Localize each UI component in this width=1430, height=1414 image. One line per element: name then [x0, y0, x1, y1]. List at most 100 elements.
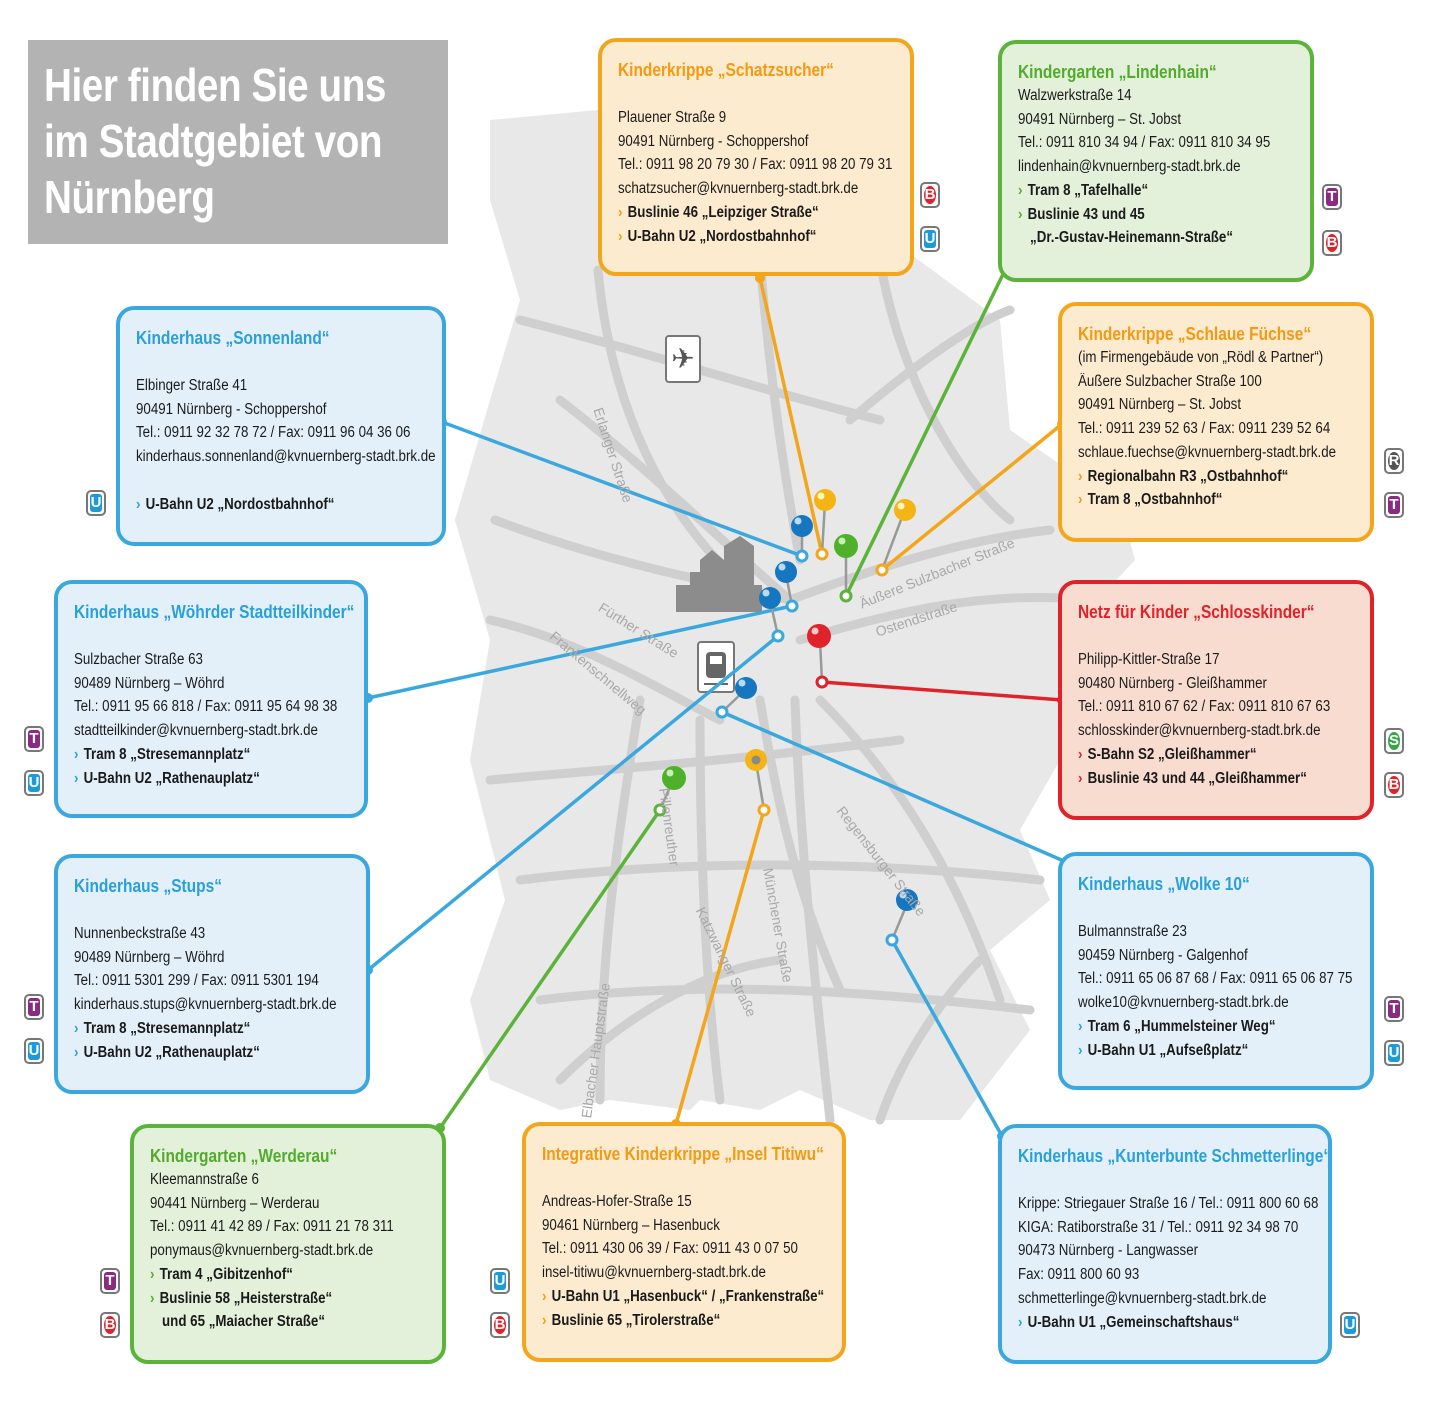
chevron-right-icon: › [1078, 467, 1083, 485]
transit-line: ›U-Bahn U2 „Rathenauplatz“ [74, 1043, 260, 1061]
chevron-right-icon: › [1078, 769, 1083, 787]
chevron-right-icon: › [542, 1311, 547, 1329]
pin-stups [759, 587, 785, 643]
email-link[interactable]: stadtteilkinder@kvnuernberg-stadt.brk.de [74, 722, 318, 740]
phone-fax-line: Fax: 0911 800 60 93 [1018, 1266, 1140, 1284]
tram-badge-icon: T [100, 1268, 120, 1294]
phone-fax-line: Tel.: 0911 41 42 89 / Fax: 0911 21 78 31… [150, 1218, 394, 1236]
address-line: 90459 Nürnberg - Galgenhof [1078, 946, 1248, 964]
address-line: Philipp-Kittler-Straße 17 [1078, 651, 1220, 668]
pin-sonnenland [791, 515, 813, 563]
address-line: 90441 Nürnberg – Werderau [150, 1194, 320, 1212]
address-line: Sulzbacher Straße 63 [74, 651, 203, 668]
chevron-right-icon: › [150, 1289, 155, 1307]
phone-fax-line: Tel.: 0911 239 52 63 / Fax: 0911 239 52 … [1078, 420, 1331, 438]
chevron-right-icon: › [74, 1019, 79, 1037]
location-title: Kinderkrippe „Schatzsucher“ [618, 60, 834, 80]
chevron-right-icon: › [542, 1287, 547, 1305]
email-link[interactable]: schatzsucher@kvnuernberg-stadt.brk.de [618, 180, 859, 198]
ubahn-badge-icon: U [920, 226, 940, 252]
location-card-lindenhain: Kindergarten „Lindenhain“ Walzwerkstraße… [998, 40, 1314, 282]
address-line: Bulmannstraße 23 [1078, 923, 1187, 940]
transit-line: ›Buslinie 65 „Tirolerstraße“ [542, 1311, 721, 1329]
bus-badge-icon: B [920, 182, 940, 208]
email-link[interactable]: schlosskinder@kvnuernberg-stadt.brk.de [1078, 722, 1321, 740]
email-link[interactable]: ponymaus@kvnuernberg-stadt.brk.de [150, 1242, 374, 1260]
chevron-right-icon: › [1018, 1313, 1023, 1331]
email-link[interactable]: wolke10@kvnuernberg-stadt.brk.de [1078, 994, 1289, 1012]
ubahn-badge-icon: U [24, 770, 44, 796]
chevron-right-icon: › [136, 495, 141, 513]
chevron-right-icon: › [74, 1043, 79, 1061]
address-line: Andreas-Hofer-Straße 15 [542, 1193, 692, 1210]
chevron-right-icon: › [1078, 1041, 1083, 1059]
pin-schatzsucher [814, 489, 836, 561]
email-link[interactable]: schmetterlinge@kvnuernberg-stadt.brk.de [1018, 1289, 1267, 1307]
tram-badge-icon: T [1322, 184, 1342, 210]
address-line: Elbinger Straße 41 [136, 377, 248, 394]
transit-line: ›Tram 8 „Stresemannplatz“ [74, 1019, 251, 1037]
chevron-right-icon: › [74, 745, 79, 763]
chevron-right-icon: › [1018, 181, 1023, 199]
chevron-right-icon: › [618, 227, 623, 245]
address-line: Kleemannstraße 6 [150, 1171, 259, 1188]
tram-badge-icon: T [24, 726, 44, 752]
phone-fax-line: Tel.: 0911 95 66 818 / Fax: 0911 95 64 9… [74, 698, 338, 716]
address-line: Krippe: Striegauer Straße 16 / Tel.: 091… [1018, 1195, 1319, 1212]
address-line: 90473 Nürnberg - Langwasser [1018, 1242, 1199, 1260]
transit-line: ›Regionalbahn R3 „Ostbahnhof“ [1078, 467, 1289, 485]
email-link[interactable]: kinderhaus.sonnenland@kvnuernberg-stadt.… [136, 448, 436, 466]
connector-lines [366, 263, 1067, 1137]
address-line: 90489 Nürnberg – Wöhrd [74, 674, 225, 692]
transit-line: ›Tram 8 „Stresemannplatz“ [74, 745, 251, 763]
bus-badge-icon: B [1384, 772, 1404, 798]
location-title: Kindergarten „Werderau“ [150, 1146, 338, 1166]
location-card-schlosskinder: Netz für Kinder „Schlosskinder“ Philipp-… [1058, 580, 1374, 820]
chevron-right-icon: › [1018, 205, 1023, 223]
bus-badge-icon: B [1322, 230, 1342, 256]
location-card-schlaue-fuechse: Kinderkrippe „Schlaue Füchse“ (im Firmen… [1058, 302, 1374, 542]
location-title: Kinderhaus „Stups“ [74, 876, 222, 896]
address-line: Nunnenbeckstraße 43 [74, 925, 206, 942]
transit-line: ›Tram 8 „Ostbahnhof“ [1078, 491, 1223, 509]
transit-line-continued: „Dr.-Gustav-Heinemann-Straße“ [1030, 229, 1233, 247]
email-link[interactable]: kinderhaus.stups@kvnuernberg-stadt.brk.d… [74, 996, 337, 1014]
location-title: Netz für Kinder „Schlosskinder“ [1078, 602, 1315, 622]
pin-woehrder [775, 561, 799, 613]
tram-badge-icon: T [24, 994, 44, 1020]
address-line: Äußere Sulzbacher Straße 100 [1078, 372, 1262, 390]
address-line: Walzwerkstraße 14 [1018, 87, 1132, 104]
transit-line: ›Buslinie 46 „Leipziger Straße“ [618, 203, 819, 221]
chevron-right-icon: › [1078, 491, 1083, 509]
location-title: Kinderkrippe „Schlaue Füchse“ [1078, 324, 1312, 344]
phone-fax-line: Tel.: 0911 810 34 94 / Fax: 0911 810 34 … [1018, 134, 1271, 152]
phone-fax-line: Tel.: 0911 810 67 62 / Fax: 0911 810 67 … [1078, 698, 1331, 716]
transit-line: ›U-Bahn U1 „Hasenbuck“ / „Frankenstraße“ [542, 1287, 825, 1305]
address-line: 90480 Nürnberg - Gleißhammer [1078, 674, 1267, 692]
castle-icon [676, 536, 762, 612]
transit-line: ›Buslinie 58 „Heisterstraße“ [150, 1289, 333, 1307]
email-link[interactable]: lindenhain@kvnuernberg-stadt.brk.de [1018, 158, 1241, 176]
phone-fax-line: Tel.: 0911 5301 299 / Fax: 0911 5301 194 [74, 972, 319, 990]
pin-insel-titiwu [745, 749, 771, 817]
chevron-right-icon: › [1078, 745, 1083, 763]
location-title: Kinderhaus „Wöhrder Stadtteilkinder“ [74, 602, 355, 622]
transit-line: ›U-Bahn U2 „Nordostbahnhof“ [618, 227, 817, 245]
regionalbahn-badge-icon: R [1384, 448, 1404, 474]
title-line: Nürnberg [44, 171, 215, 223]
pin-wolke10 [715, 677, 757, 719]
address-line: 90491 Nürnberg – St. Jobst [1078, 396, 1242, 414]
transit-line: ›Buslinie 43 und 45 [1018, 205, 1145, 223]
location-card-insel-titiwu: Integrative Kinderkrippe „Insel Titiwu“ … [522, 1122, 846, 1362]
svg-text:✈: ✈ [671, 342, 694, 375]
address-line: 90491 Nürnberg - Schoppershof [136, 400, 327, 418]
phone-fax-line: Tel.: 0911 430 06 39 / Fax: 0911 43 0 07… [542, 1240, 798, 1258]
phone-fax-line: Tel.: 0911 65 06 87 68 / Fax: 0911 65 06… [1078, 970, 1353, 988]
transit-line: ›U-Bahn U1 „Aufseßplatz“ [1078, 1041, 1249, 1059]
email-link[interactable]: insel-titiwu@kvnuernberg-stadt.brk.de [542, 1264, 766, 1282]
airplane-icon: ✈ [665, 335, 701, 383]
location-card-wolke10: Kinderhaus „Wolke 10“ Bulmannstraße 23 9… [1058, 852, 1374, 1090]
email-link[interactable]: schlaue.fuechse@kvnuernberg-stadt.brk.de [1078, 443, 1337, 461]
chevron-right-icon: › [150, 1265, 155, 1283]
